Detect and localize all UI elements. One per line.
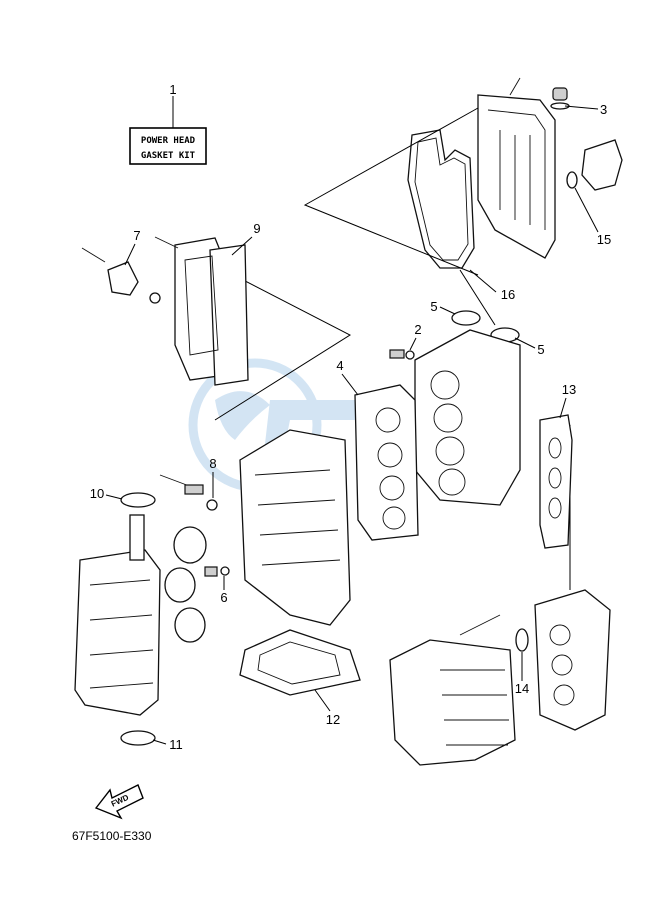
callout-7: 7 <box>133 228 140 243</box>
pump-assembly <box>566 139 623 191</box>
cylinder-block <box>239 429 351 626</box>
callout-1: 1 <box>169 82 176 97</box>
callout-11: 11 <box>169 737 183 752</box>
callout-6: 6 <box>220 590 227 605</box>
callout-3: 3 <box>600 102 607 117</box>
upper-oil-seal <box>120 492 156 508</box>
kit-label-line1: POWER HEAD <box>141 136 196 146</box>
crankcase <box>74 514 207 716</box>
crankcase-gasket <box>239 629 361 696</box>
callout-15: 15 <box>597 232 611 247</box>
callout-9: 9 <box>253 221 260 236</box>
callout-13: 13 <box>562 382 576 397</box>
sensor <box>159 474 218 511</box>
cylinder-head <box>414 329 521 506</box>
callouts: 1 2 3 4 5 5 6 7 8 9 10 11 12 13 14 15 16 <box>90 82 611 752</box>
intake-silencer <box>389 639 516 766</box>
callout-5a: 5 <box>430 299 437 314</box>
oil-seal-top <box>451 310 481 326</box>
callout-12: 12 <box>326 712 340 727</box>
head-gasket <box>354 384 419 541</box>
throttle-body <box>459 589 611 731</box>
callout-14: 14 <box>515 681 529 696</box>
diagram-code: 67F5100-E330 <box>72 829 152 843</box>
manifold-gasket <box>539 414 573 549</box>
cover-gasket <box>407 129 475 269</box>
lower-oil-seal <box>120 730 156 746</box>
kit-label-line2: GASKET KIT <box>141 151 196 161</box>
callout-10: 10 <box>90 486 104 501</box>
callout-8: 8 <box>209 456 216 471</box>
head-cover <box>477 77 556 259</box>
thermostat-housing <box>81 236 179 304</box>
gasket-kit-label: POWER HEAD GASKET KIT <box>129 96 207 165</box>
plug <box>204 566 230 577</box>
fwd-arrow: FWD <box>94 784 144 820</box>
bolt <box>389 349 415 360</box>
callout-4: 4 <box>336 358 343 373</box>
o-ring <box>515 628 529 652</box>
callout-5b: 5 <box>537 342 544 357</box>
exhaust-cover <box>174 237 249 386</box>
callout-16: 16 <box>501 287 515 302</box>
callout-2: 2 <box>414 322 421 337</box>
